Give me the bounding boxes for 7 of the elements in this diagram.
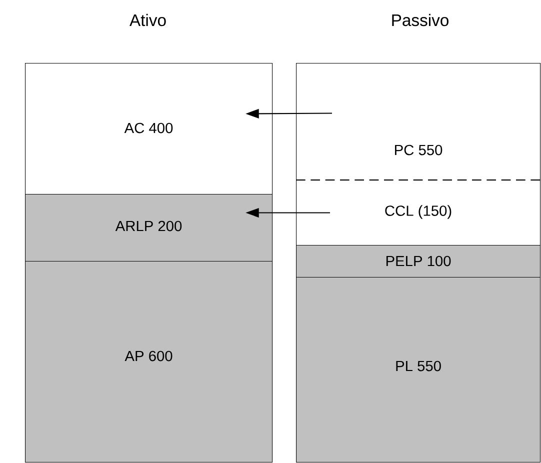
value-box: CCL (150) <box>296 179 541 219</box>
value-box: ARLP 200 <box>25 194 273 262</box>
column-heading: Passivo <box>392 14 448 26</box>
node-label: PL 550 <box>396 360 441 372</box>
value-box: AC 400 <box>25 63 273 195</box>
value-box: PELP 100 <box>296 245 541 278</box>
column-heading: Ativo <box>130 14 166 26</box>
